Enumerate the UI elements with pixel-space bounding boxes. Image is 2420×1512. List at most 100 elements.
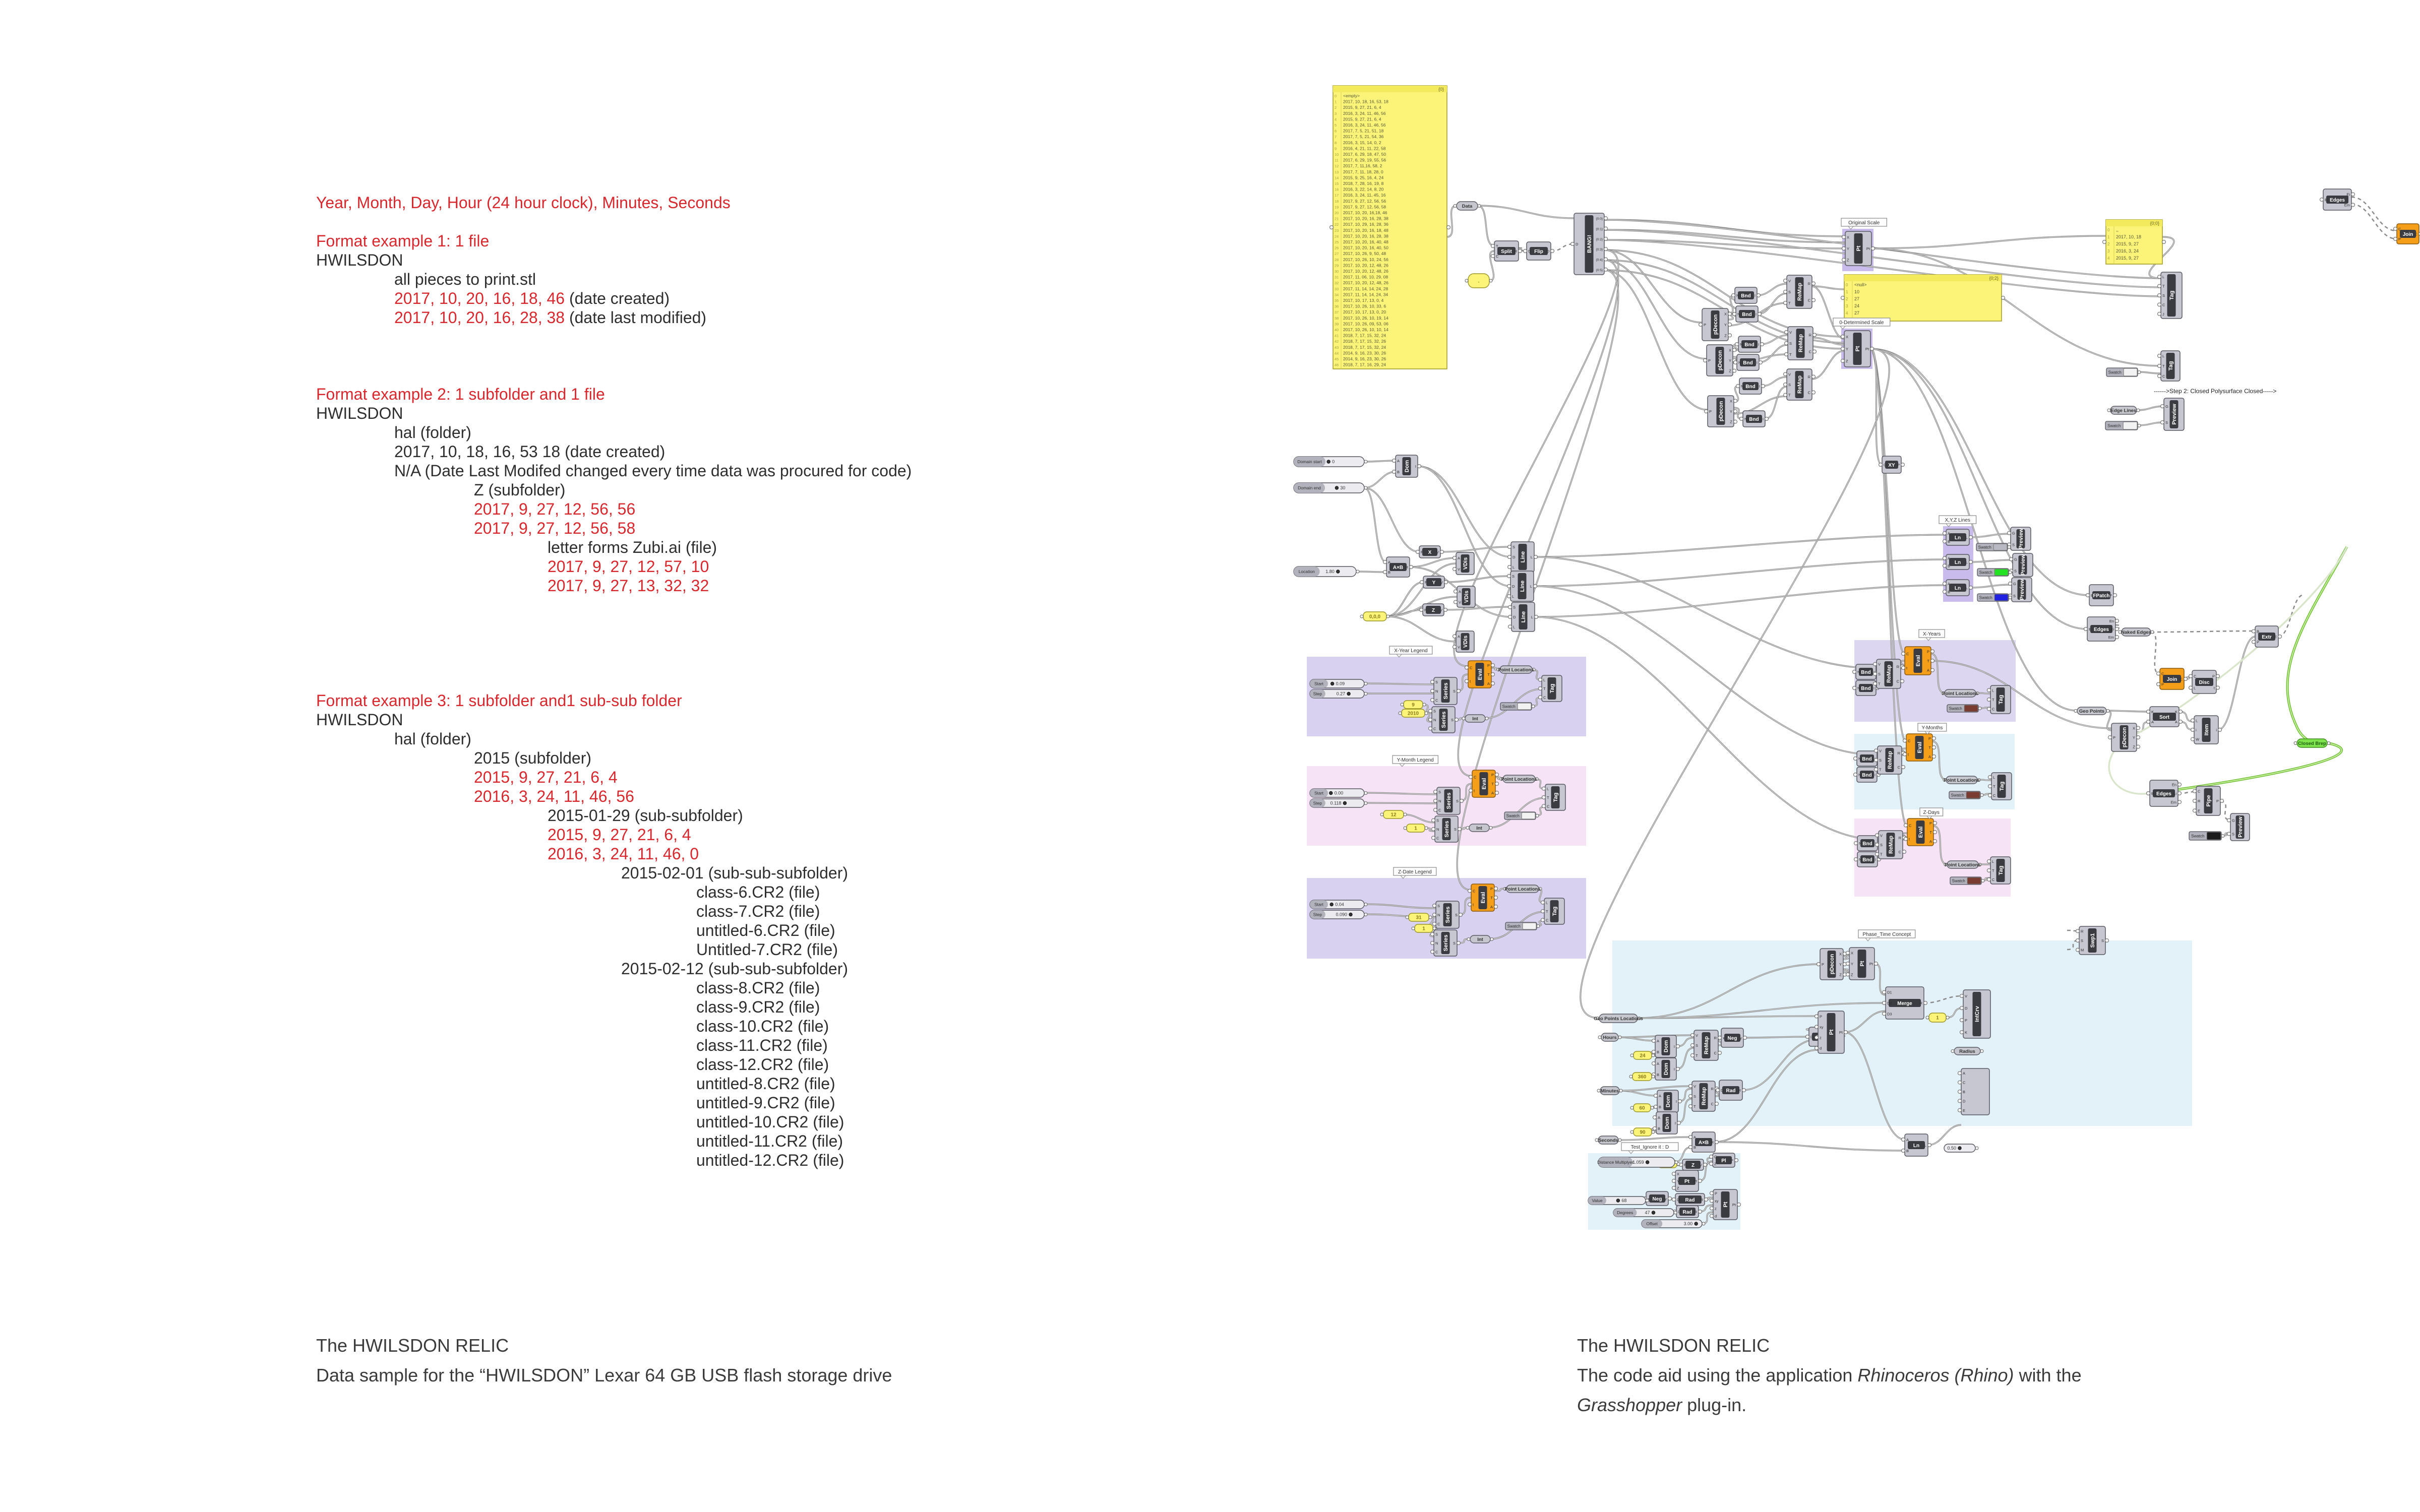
- value-chip[interactable]: 12: [1380, 810, 1407, 819]
- slider-knob[interactable]: [1335, 486, 1339, 490]
- capsule-closed-brep[interactable]: Closed Brep: [2293, 738, 2331, 748]
- slider-knob[interactable]: [1329, 791, 1333, 795]
- color-swatch[interactable]: Swatch: [2105, 421, 2141, 430]
- color-swatch[interactable]: Swatch: [1949, 791, 1984, 799]
- color-swatch[interactable]: Swatch: [1500, 702, 1535, 711]
- color-swatch[interactable]: Swatch: [1947, 704, 1982, 713]
- color-swatch[interactable]: Swatch: [1977, 593, 2012, 602]
- slider-0.50[interactable]: 0.50: [1944, 1144, 1979, 1153]
- slider-knob[interactable]: [1343, 801, 1347, 805]
- slider-knob[interactable]: [1651, 1211, 1656, 1215]
- capsule-int[interactable]: Int: [1466, 824, 1493, 832]
- capsule-int[interactable]: Int: [1462, 714, 1489, 723]
- capsule-radius[interactable]: Radius: [1951, 1047, 1984, 1055]
- slider-knob[interactable]: [1616, 1199, 1620, 1203]
- color-swatch[interactable]: Swatch: [1950, 876, 1985, 885]
- value-chip[interactable]: 9: [1400, 700, 1426, 709]
- value-chip[interactable]: 2010: [1398, 709, 1428, 718]
- capsule-int[interactable]: Int: [1467, 935, 1494, 943]
- capsule-hours[interactable]: Hours: [1598, 1033, 1622, 1042]
- slider-knob[interactable]: [1336, 570, 1340, 574]
- capsule-point-locations[interactable]: Point Locations: [1496, 665, 1536, 674]
- capsule-point-locations[interactable]: Point Locations: [1943, 776, 1981, 784]
- value-chip[interactable]: 1: [1411, 924, 1436, 933]
- color-swatch[interactable]: Swatch: [1505, 922, 1540, 930]
- slider-knob[interactable]: [1329, 902, 1334, 907]
- slider-knob[interactable]: [1326, 460, 1330, 464]
